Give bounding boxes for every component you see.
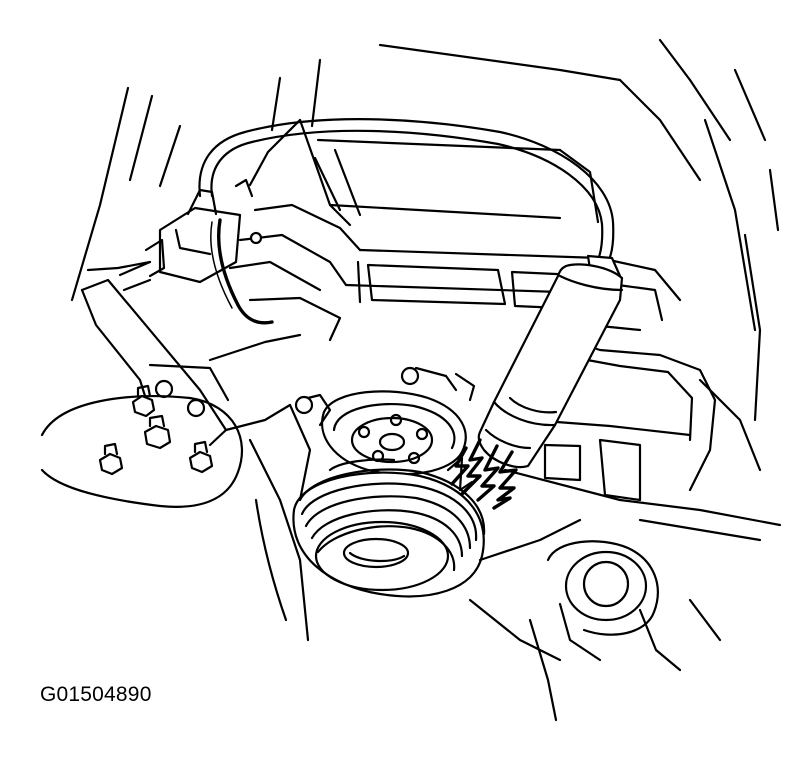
timing-cover-housing — [503, 298, 782, 527]
valve-cover — [228, 118, 682, 342]
flange-nut — [131, 384, 156, 418]
timing-light-cable — [198, 118, 615, 264]
strobe-flash-icon — [446, 438, 518, 510]
sensor-connector — [118, 178, 274, 325]
bracket-bolt — [154, 379, 174, 399]
timing-light — [477, 254, 624, 469]
idler-pulley — [294, 366, 476, 476]
flange-nut — [188, 440, 214, 474]
bracket-bolt — [186, 398, 206, 418]
flange-plate — [40, 384, 310, 642]
flange-nut — [143, 414, 172, 450]
figure-id-label: G01504890 — [40, 683, 152, 706]
flange-nut — [98, 442, 124, 476]
harness-clip — [249, 231, 263, 245]
engine-block-outline — [70, 38, 780, 472]
engine-lower-outline — [254, 498, 762, 662]
crankshaft-pulley — [292, 458, 486, 598]
oil-filter-housing — [528, 540, 722, 722]
